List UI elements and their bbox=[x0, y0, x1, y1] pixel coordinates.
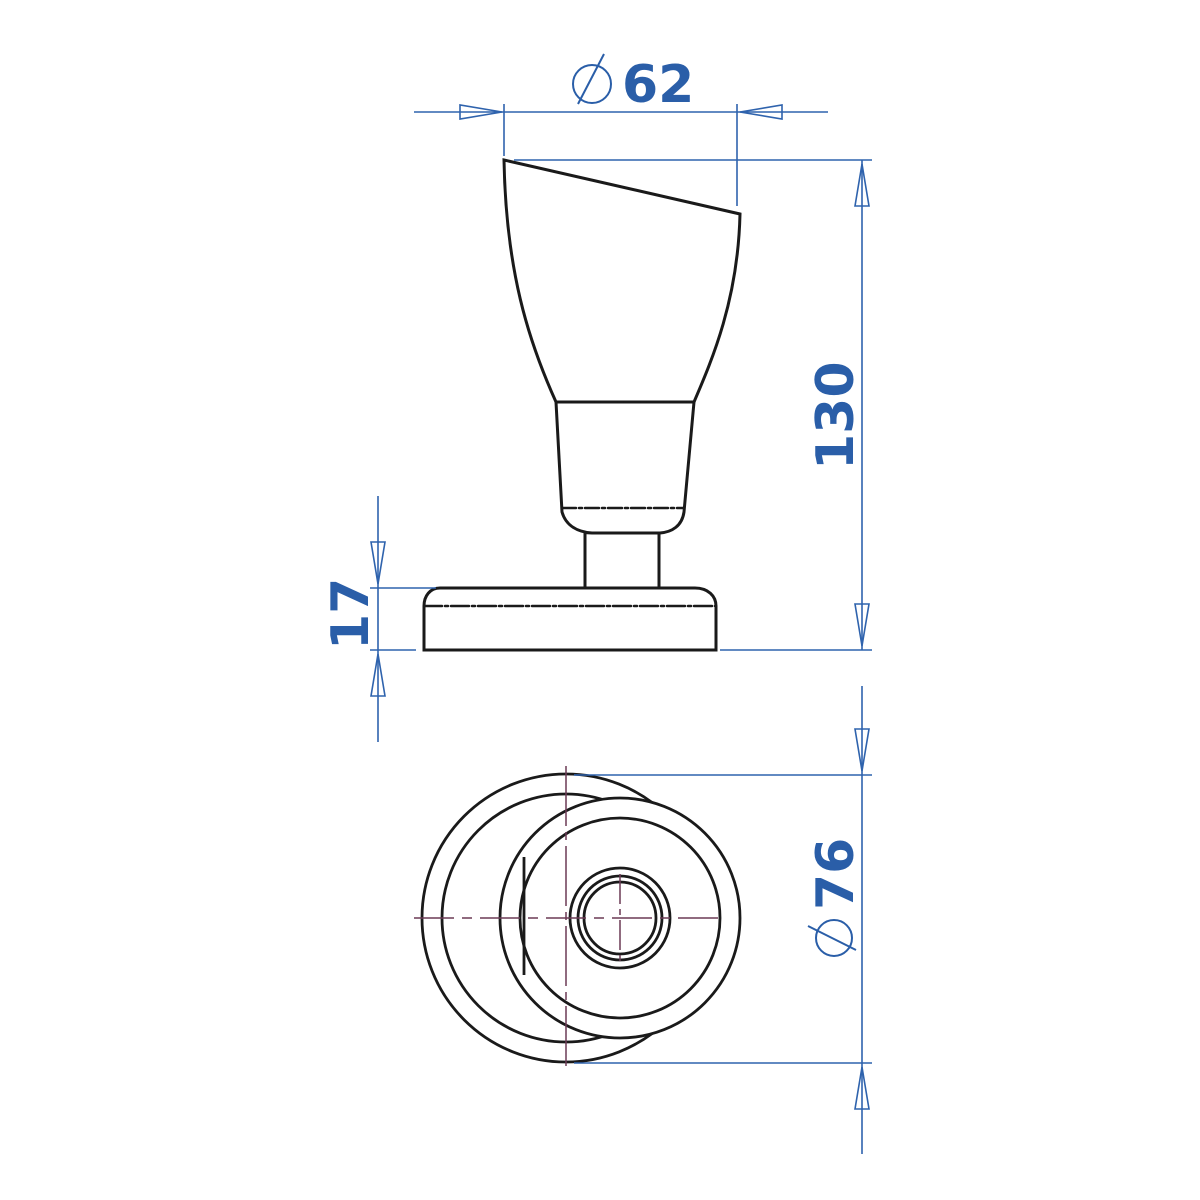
diameter-symbol-icon bbox=[815, 919, 853, 957]
total-height-value: 130 bbox=[806, 361, 866, 470]
rosette-base bbox=[422, 586, 718, 652]
top-diameter-value: 62 bbox=[622, 55, 694, 115]
dimension-lines bbox=[370, 104, 872, 1154]
base-diameter-value: 76 bbox=[806, 838, 866, 910]
base-height-value: 17 bbox=[321, 578, 381, 650]
side-view bbox=[422, 158, 742, 652]
centerlines bbox=[414, 766, 718, 1072]
diameter-symbol-icon bbox=[572, 64, 612, 104]
knob-neck bbox=[554, 400, 696, 535]
dimension-total-height: 130 bbox=[806, 361, 866, 470]
dimension-top-diameter: 62 bbox=[572, 53, 694, 115]
dimension-base-height: 17 bbox=[321, 578, 381, 650]
dimension-base-diameter: 76 bbox=[806, 838, 866, 957]
knob-head bbox=[502, 158, 742, 404]
